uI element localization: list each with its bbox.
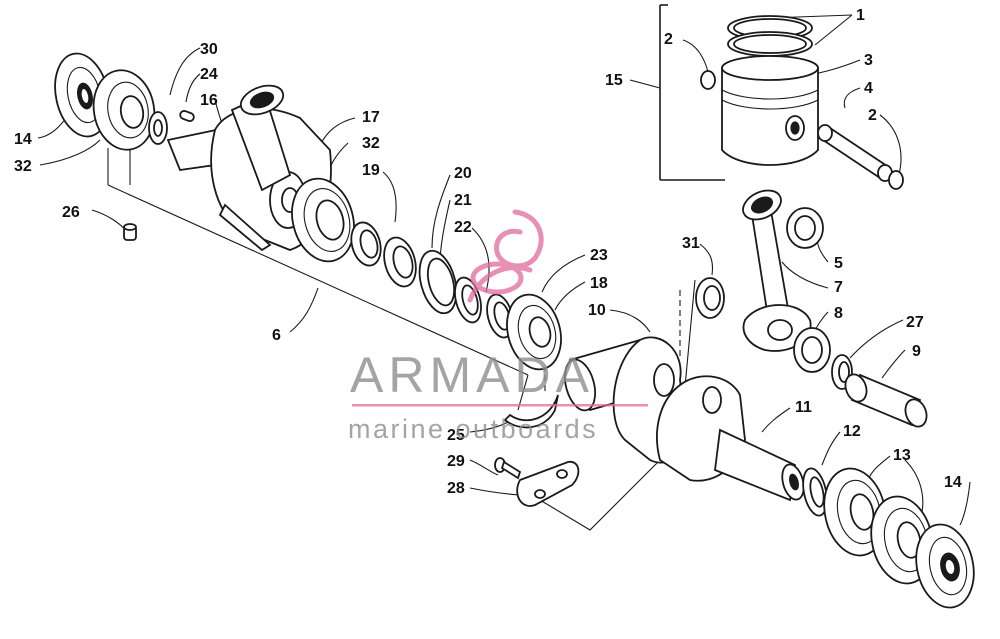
washer-30 <box>148 111 168 145</box>
seal-21 <box>418 249 458 315</box>
lock-plate-28 <box>516 461 580 507</box>
label-12: 12 <box>843 423 861 440</box>
snap-ring-25 <box>503 394 559 429</box>
label-17: 17 <box>362 109 380 126</box>
label-15: 15 <box>605 72 623 89</box>
label-29: 29 <box>447 453 465 470</box>
label-19: 19 <box>362 162 380 179</box>
label-21: 21 <box>454 192 472 209</box>
label-31: 31 <box>682 235 700 252</box>
label-7: 7 <box>834 279 843 296</box>
center-main-bearing <box>291 177 355 263</box>
assembly-guide-lines <box>107 4 725 531</box>
seal-20 <box>383 236 417 288</box>
needle-bearing-5 <box>786 207 824 249</box>
label-18: 18 <box>590 275 608 292</box>
label-26: 26 <box>62 204 80 221</box>
watermark-rule <box>352 404 648 407</box>
label-32-left: 32 <box>14 158 32 175</box>
label-24: 24 <box>200 66 218 83</box>
left-main-bearing <box>92 69 156 151</box>
piston-rings-1 <box>727 15 813 57</box>
label-32-center: 32 <box>362 135 380 152</box>
dowel-pin-26 <box>123 223 137 241</box>
screw-29 <box>494 457 522 480</box>
label-16: 16 <box>200 92 218 109</box>
armada-watermark: ARMADA marine outboards <box>348 209 648 444</box>
circlip-2-left <box>700 70 716 90</box>
label-3: 3 <box>864 52 873 69</box>
part-labels: 1 2 3 4 2 15 5 7 8 27 9 31 10 11 12 13 1… <box>14 7 962 497</box>
label-6: 6 <box>272 327 281 344</box>
label-27: 27 <box>906 314 924 331</box>
label-2-left: 2 <box>664 31 673 48</box>
watermark-title: ARMADA <box>350 347 594 403</box>
label-10: 10 <box>588 302 606 319</box>
label-25: 25 <box>447 427 465 444</box>
wrist-pin-4 <box>817 124 893 182</box>
label-30: 30 <box>200 41 218 58</box>
label-20: 20 <box>454 165 472 182</box>
piston-3 <box>721 55 819 166</box>
key-24 <box>179 110 195 122</box>
seal-ring-19 <box>350 221 382 267</box>
crankshaft-right-half <box>612 336 805 502</box>
label-23: 23 <box>590 247 608 264</box>
label-22: 22 <box>454 219 472 236</box>
watermark-subtitle: marine outboards <box>348 414 598 444</box>
label-2-right: 2 <box>868 107 877 124</box>
label-1: 1 <box>856 7 865 24</box>
label-14-right: 14 <box>944 474 962 491</box>
label-4: 4 <box>864 80 873 97</box>
label-28: 28 <box>447 480 465 497</box>
label-8: 8 <box>834 305 843 322</box>
label-5: 5 <box>834 255 843 272</box>
label-11: 11 <box>795 399 812 416</box>
connecting-rod-7 <box>742 189 812 352</box>
needle-bearing-8 <box>793 327 831 373</box>
watermark-logo-mark <box>467 209 544 303</box>
label-14-left: 14 <box>14 131 32 148</box>
crankpin-9 <box>844 373 928 428</box>
center-main-bearing-18 <box>506 293 562 371</box>
label-13: 13 <box>893 447 911 464</box>
circlip-2-right <box>888 170 904 190</box>
label-9: 9 <box>912 343 921 360</box>
right-oil-seal-14 <box>915 523 975 609</box>
washer-31 <box>695 277 725 319</box>
